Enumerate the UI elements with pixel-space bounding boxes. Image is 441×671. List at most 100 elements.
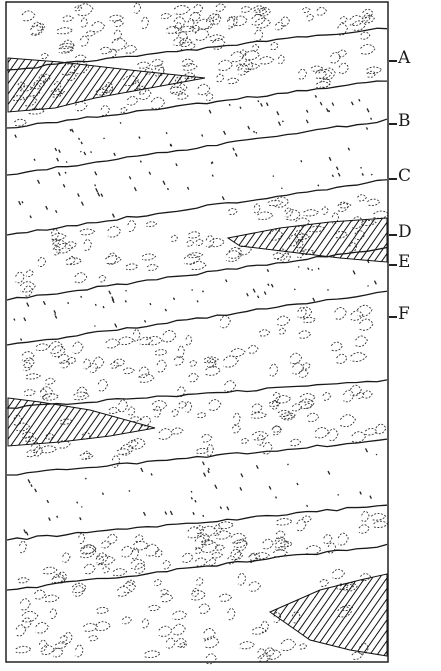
pebble-mark [40,386,54,399]
sand-grain [100,193,104,197]
pebble-mark [189,360,198,367]
pebble-mark [355,335,368,347]
pebble-mark [173,16,186,29]
pebble-mark [310,65,324,72]
pebble-mark [25,373,42,380]
label-tick-d [389,234,397,236]
sand-grain [252,288,256,293]
pebble-mark [146,264,159,271]
sand-grain [331,102,335,106]
pebble-mark [113,20,124,27]
pebble-mark [144,650,162,658]
pebble-mark [102,566,110,574]
pebble-mark [196,447,210,455]
pebble-mark [276,518,293,526]
sand-grain [58,149,61,153]
sand-grain [347,147,351,151]
pebble-mark [328,428,339,442]
pebble-mark [339,202,352,209]
sand-grain [95,187,99,193]
sand-grain [77,193,80,197]
pebble-mark [185,335,193,346]
pebble-mark [51,232,67,241]
sand-grain [211,161,214,164]
pebble-mark [127,439,139,448]
pebble-mark [271,425,282,436]
pebble-mark [25,269,34,277]
sand-grain [138,136,141,139]
pebble-mark [239,641,256,650]
pebble-mark [299,643,308,650]
sand-grain [42,300,46,306]
label-d: D [398,222,412,242]
sand-grain [255,464,259,470]
pebble-mark [153,579,163,587]
pebble-mark [35,621,50,634]
sand-grain [266,269,270,273]
sand-grain [13,318,16,321]
pebble-mark [297,306,308,319]
pebble-mark [225,250,242,262]
pebble-mark [182,58,194,67]
sand-grain [76,501,79,504]
pebble-mark [19,598,31,611]
pebble-mark [226,16,235,30]
sand-grain [80,201,84,206]
pebble-mark [322,392,332,401]
pebble-mark [51,345,66,358]
pebble-mark [21,10,36,22]
pebble-mark [366,66,383,74]
sand-grain [150,473,153,476]
sand-grain [143,319,147,323]
sand-grain [275,496,278,499]
pebble-mark [15,624,27,637]
pebble-mark [158,428,174,440]
pebble-mark [303,316,317,323]
pebble-mark [173,623,186,636]
sand-grain [240,473,244,478]
pebble-mark [173,356,185,366]
sand-grain [312,297,316,302]
pebble-mark [146,221,158,228]
sand-grain [166,187,169,191]
pebble-mark [285,209,301,221]
pebble-mark [170,82,188,95]
pebble-mark [280,16,290,27]
sand-grain [211,174,214,177]
pebble-mark [52,238,61,246]
layer-boundary [6,27,388,71]
pebble-mark [280,541,294,548]
pebble-mark [182,63,198,71]
pebble-mark [97,379,109,392]
pebble-mark [83,450,91,459]
pebble-mark [177,93,189,100]
pebble-mark [120,107,128,113]
pebble-mark [138,373,155,383]
sand-grain [80,150,82,153]
pebble-mark [274,196,290,208]
sand-grain [225,279,228,283]
pebble-mark [364,427,378,436]
pebble-mark [135,534,144,543]
sand-grain [311,269,314,271]
pebble-mark [194,28,210,41]
pebble-mark [224,380,237,393]
sand-grain [268,485,272,490]
sand-grain [53,310,57,314]
layer-boundary [6,179,388,236]
pebble-mark [98,555,116,566]
pebble-mark [79,228,96,236]
pebble-mark [185,401,193,413]
pebble-mark [362,8,374,19]
sand-grain [191,289,194,291]
pebble-mark [126,579,136,586]
pebble-mark [96,606,110,614]
sand-grain [369,495,373,499]
pebble-mark [52,647,64,658]
pebble-mark [173,37,185,47]
sand-grain [219,506,222,510]
pebble-mark [49,608,58,619]
sand-grain [373,280,377,285]
pebble-mark [42,566,58,575]
pebble-mark [154,405,162,418]
